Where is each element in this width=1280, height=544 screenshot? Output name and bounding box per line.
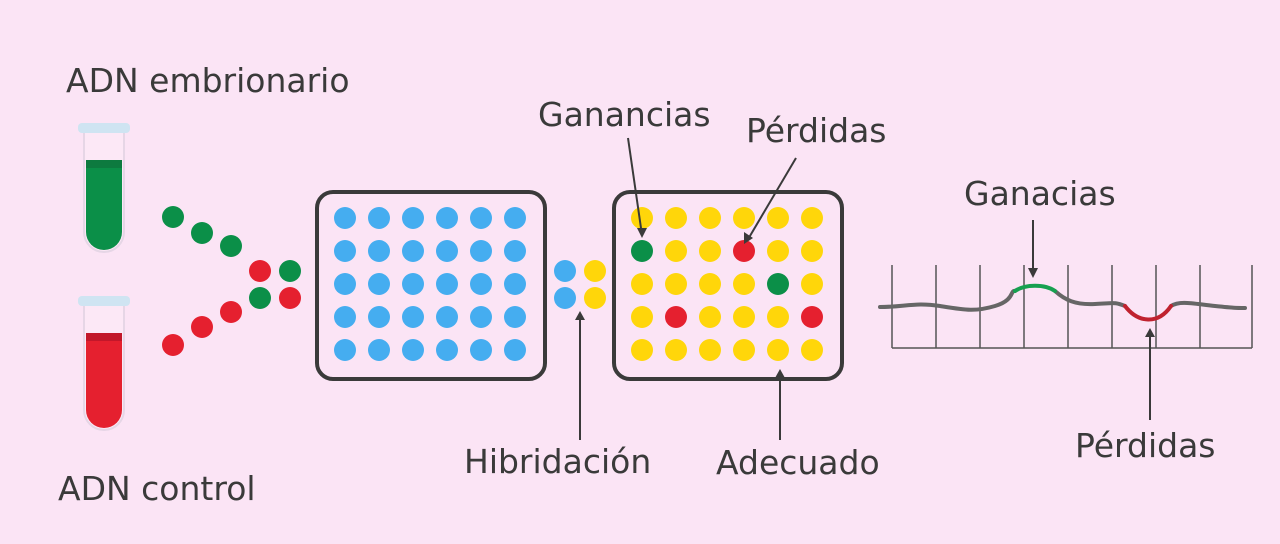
blue-probe-grid	[334, 207, 526, 361]
label-dna-control: ADN control	[58, 469, 256, 508]
microarray-blue	[315, 190, 547, 381]
profile-baseline-line	[878, 289, 1247, 312]
result-probe-r2-c5	[767, 240, 789, 262]
label-gains-array: Ganancias	[538, 95, 711, 134]
pointer-losses-array	[746, 157, 797, 242]
result-probe-r1-c3	[699, 207, 721, 229]
blue-probe-r2-c2	[368, 240, 390, 262]
blue-probe-r1-c2	[368, 207, 390, 229]
result-probe-r4-c6	[801, 306, 823, 328]
blue-probe-r5-c2	[368, 339, 390, 361]
control-dna-dots	[162, 301, 242, 356]
mixed-dna-dots	[249, 260, 301, 309]
result-probe-r1-c5	[767, 207, 789, 229]
label-gains-profile: Ganacias	[964, 174, 1116, 213]
result-probe-r5-c3	[699, 339, 721, 361]
blue-probe-r1-c1	[334, 207, 356, 229]
arrowhead-losses-profile	[1145, 328, 1155, 337]
arrowhead-adequate	[775, 369, 785, 378]
result-probe-grid	[631, 207, 823, 361]
blue-probe-r1-c6	[504, 207, 526, 229]
microarray-result	[612, 190, 844, 381]
blue-probe-r2-c5	[470, 240, 492, 262]
blue-probe-r2-c6	[504, 240, 526, 262]
arrowhead-hybridization	[575, 311, 585, 320]
test-tube-embryo-icon	[78, 123, 130, 253]
hybridization-dots	[554, 260, 606, 309]
result-probe-r5-c5	[767, 339, 789, 361]
blue-probe-r3-c2	[368, 273, 390, 295]
label-dna-embryo: ADN embrionario	[66, 61, 350, 100]
result-probe-r3-c2	[665, 273, 687, 295]
pointer-gains-array	[627, 137, 643, 236]
result-probe-r4-c1	[631, 306, 653, 328]
arrowhead-gains-array	[637, 228, 647, 238]
result-probe-r3-c1	[631, 273, 653, 295]
result-probe-r1-c2	[665, 207, 687, 229]
result-probe-r2-c2	[665, 240, 687, 262]
result-probe-r4-c2	[665, 306, 687, 328]
blue-probe-r4-c2	[368, 306, 390, 328]
blue-probe-r4-c3	[402, 306, 424, 328]
result-probe-r4-c5	[767, 306, 789, 328]
blue-probe-r1-c4	[436, 207, 458, 229]
blue-probe-r3-c1	[334, 273, 356, 295]
result-probe-r4-c3	[699, 306, 721, 328]
result-probe-r2-c4	[733, 240, 755, 262]
blue-probe-r3-c4	[436, 273, 458, 295]
label-adequate: Adecuado	[716, 443, 880, 482]
profile-gain-segment	[1013, 283, 1057, 293]
cgh-profile-plot	[878, 265, 1253, 349]
blue-probe-r3-c6	[504, 273, 526, 295]
label-losses-array: Pérdidas	[746, 111, 887, 150]
blue-probe-r5-c6	[504, 339, 526, 361]
result-probe-r3-c4	[733, 273, 755, 295]
blue-probe-r5-c4	[436, 339, 458, 361]
arrowhead-gains-profile	[1028, 268, 1038, 278]
result-probe-r4-c4	[733, 306, 755, 328]
result-probe-r3-c5	[767, 273, 789, 295]
blue-probe-r4-c6	[504, 306, 526, 328]
result-probe-r3-c6	[801, 273, 823, 295]
test-tube-control-icon	[78, 296, 130, 431]
profile-loss-segment	[1123, 304, 1173, 322]
result-probe-r1-c1	[631, 207, 653, 229]
arrowhead-losses-array	[744, 232, 753, 244]
blue-probe-r5-c1	[334, 339, 356, 361]
blue-probe-r4-c5	[470, 306, 492, 328]
result-probe-r5-c1	[631, 339, 653, 361]
result-probe-r1-c6	[801, 207, 823, 229]
embryo-dna-dots	[162, 206, 242, 257]
blue-probe-r2-c3	[402, 240, 424, 262]
result-probe-r1-c4	[733, 207, 755, 229]
result-probe-r2-c1	[631, 240, 653, 262]
result-probe-r3-c3	[699, 273, 721, 295]
blue-probe-r3-c5	[470, 273, 492, 295]
blue-probe-r5-c3	[402, 339, 424, 361]
result-probe-r2-c6	[801, 240, 823, 262]
label-hybridization: Hibridación	[464, 442, 651, 481]
blue-probe-r5-c5	[470, 339, 492, 361]
blue-probe-r3-c3	[402, 273, 424, 295]
blue-probe-r1-c3	[402, 207, 424, 229]
blue-probe-r2-c1	[334, 240, 356, 262]
blue-probe-r1-c5	[470, 207, 492, 229]
result-probe-r2-c3	[699, 240, 721, 262]
blue-probe-r4-c4	[436, 306, 458, 328]
label-losses-profile: Pérdidas	[1075, 426, 1216, 465]
blue-probe-r2-c4	[436, 240, 458, 262]
blue-probe-r4-c1	[334, 306, 356, 328]
result-probe-r5-c2	[665, 339, 687, 361]
result-probe-r5-c6	[801, 339, 823, 361]
result-probe-r5-c4	[733, 339, 755, 361]
